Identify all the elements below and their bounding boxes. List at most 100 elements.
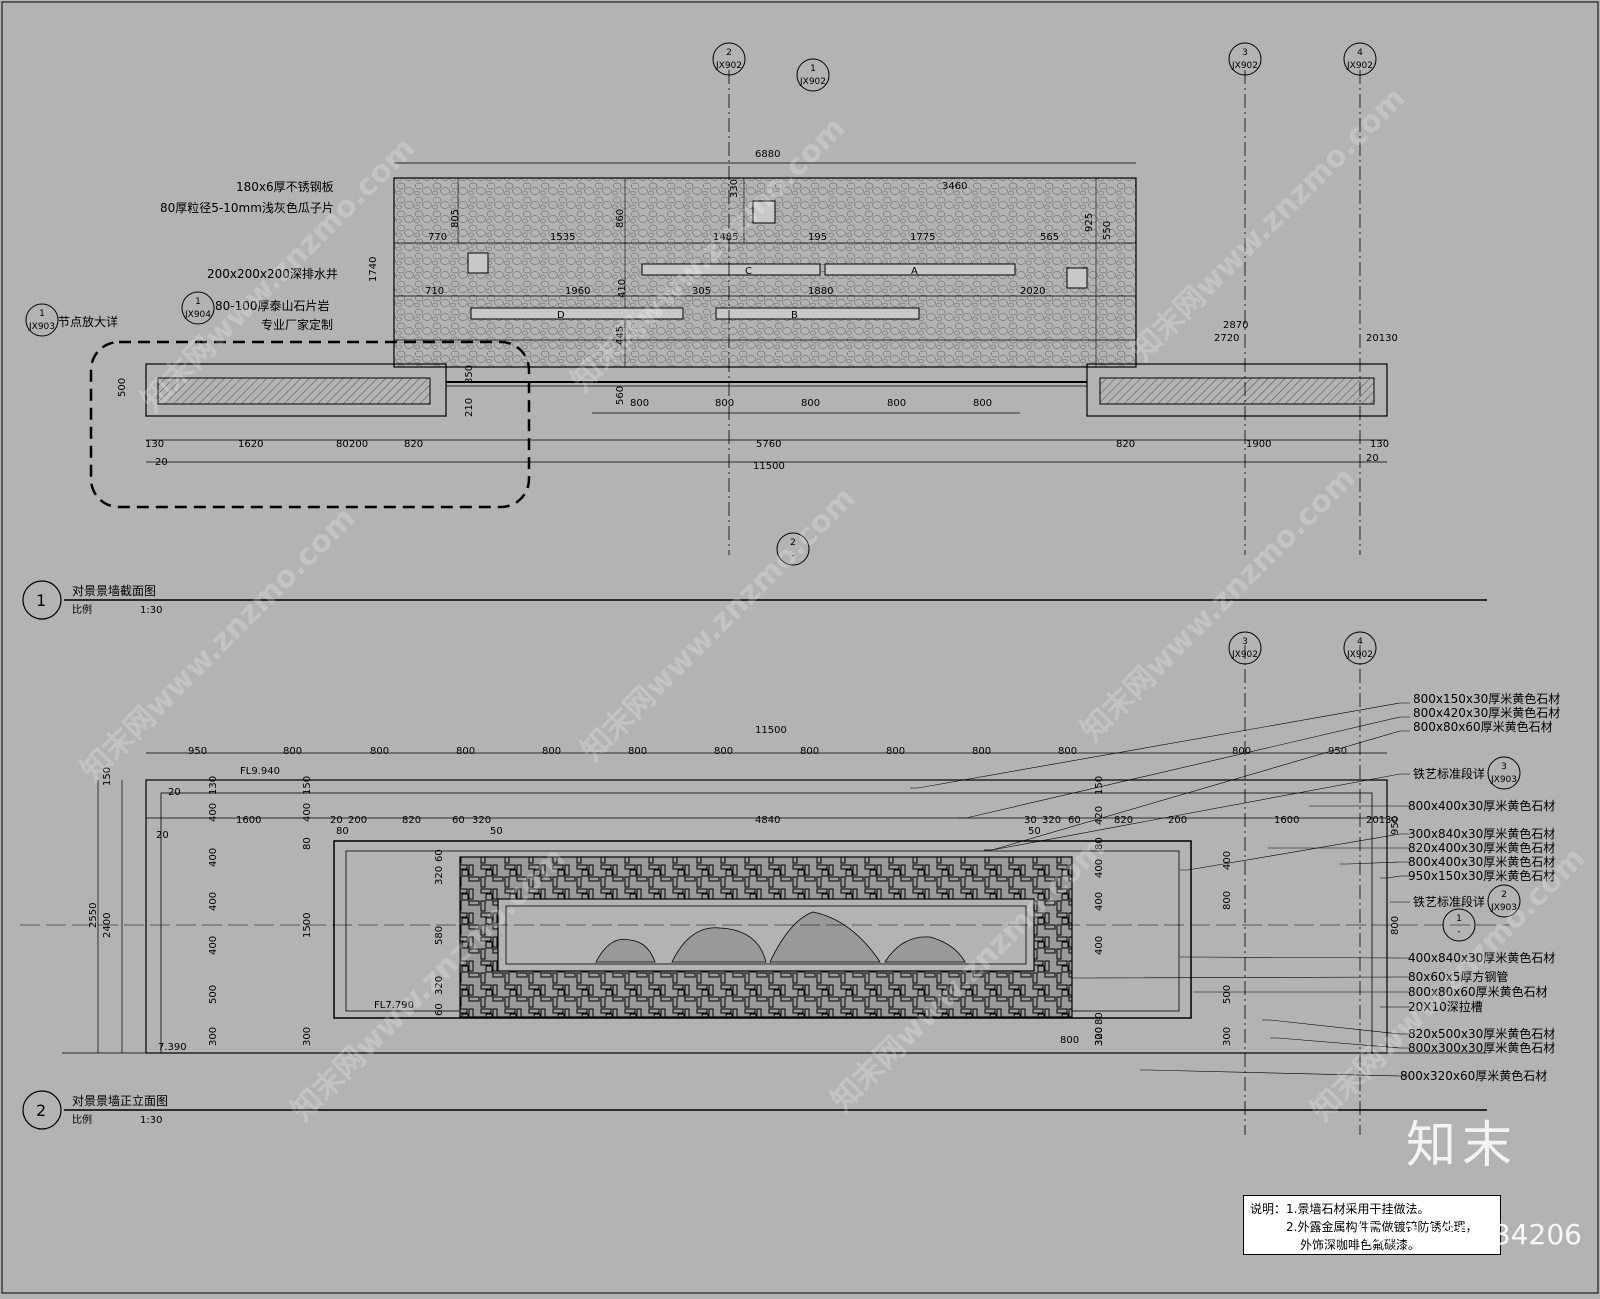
dim-v: 400	[208, 892, 219, 911]
dim-800-a: 800	[630, 398, 649, 409]
dim-20: 20	[168, 787, 181, 798]
dim-20-left: 20	[155, 457, 168, 468]
elevation-number: 2	[36, 1101, 46, 1120]
material-label: 80x60x5厚方钢管	[1408, 969, 1508, 984]
dim-v: 500	[208, 985, 219, 1004]
leader-line	[1180, 956, 1410, 959]
dim-800-c: 800	[801, 398, 820, 409]
section-text: 180x6厚不锈钢板 80厚粒径5-10mm浅灰色瓜子片 200x200x200…	[36, 149, 1398, 616]
dim-2550: 2550	[88, 903, 99, 928]
dim-800: 800	[283, 746, 302, 757]
callout-num: 1	[195, 297, 201, 307]
dim-800: 800	[800, 746, 819, 757]
notes-line-2: 2.外露金属构件需做镀锌防锈处理，	[1286, 1220, 1478, 1234]
dim-550: 550	[1102, 221, 1113, 240]
leader-line	[1380, 875, 1410, 879]
dim-350: 350	[464, 365, 475, 384]
callout-marker	[776, 532, 810, 566]
dim-20-right: 20	[1366, 453, 1379, 464]
dim-1485: 1485	[713, 232, 738, 243]
dim-1620: 1620	[238, 439, 263, 450]
notes-box: 说明：1.景墙石材采用干挂做法。 2.外露金属构件需做镀锌防锈处理， 外饰深咖啡…	[1243, 1195, 1501, 1255]
dim-v: 580	[434, 926, 445, 945]
dim-1535: 1535	[550, 232, 575, 243]
material-label: 800x400x30厚米黄色石材	[1408, 799, 1555, 813]
callout-marker	[712, 42, 746, 76]
elevation-number-circle	[22, 1090, 62, 1130]
drain-square-2	[467, 252, 489, 274]
material-label: 400x840x30厚米黄色石材	[1408, 951, 1555, 965]
material-label: 800x420x30厚米黄色石材	[1413, 706, 1560, 720]
dim-1600-left: 1600	[236, 815, 261, 826]
dim-v: 800	[1390, 916, 1401, 935]
dim-v: 1500	[302, 913, 313, 938]
label-detail: 节点放大详	[58, 314, 118, 329]
callout-num: 3	[1242, 48, 1248, 58]
callout-num: 1	[39, 309, 45, 319]
callout-marker	[1343, 631, 1377, 665]
dim-v: 300	[208, 1027, 219, 1046]
dim-130-right: 130	[1370, 439, 1389, 450]
callout-markers	[25, 42, 1521, 942]
leader-line	[1270, 1037, 1410, 1049]
dim-200: 200	[348, 815, 367, 826]
leader-line	[1340, 861, 1410, 865]
dim-805: 805	[450, 209, 461, 228]
dim-800-b: 800	[715, 398, 734, 409]
material-label: 铁艺标准段详	[1413, 894, 1485, 909]
dim-20: 20	[156, 830, 169, 841]
dim-800: 800	[628, 746, 647, 757]
callout-marker	[1343, 42, 1377, 76]
panel-letter-c: C	[745, 266, 752, 277]
dim-50: 50	[490, 826, 503, 837]
dim-5760: 5760	[756, 439, 781, 450]
label-drain-well: 200x200x200深排水井	[207, 267, 338, 281]
dim-800: 800	[1232, 746, 1251, 757]
material-label: 820x400x30厚米黄色石材	[1408, 841, 1555, 855]
leader-line	[1262, 1019, 1410, 1035]
callout-ref: JX902	[799, 77, 826, 87]
dim-1880: 1880	[808, 286, 833, 297]
leader-line	[958, 716, 1410, 819]
dim-v: 400	[1094, 936, 1105, 955]
dim-800-e: 800	[973, 398, 992, 409]
label-gravel: 80厚粒径5-10mm浅灰色瓜子片	[160, 200, 334, 215]
dim-v: 130	[208, 776, 219, 795]
dim-800: 800	[542, 746, 561, 757]
callout-num: 1	[810, 64, 816, 74]
dim-80: 80	[336, 439, 349, 450]
leader-line	[1140, 1069, 1410, 1077]
section-scale: 1:30	[140, 605, 162, 616]
dim-800-d: 800	[887, 398, 906, 409]
dim-925: 925	[1084, 213, 1095, 232]
dim-v: 80	[302, 837, 313, 850]
callout-ref: JX903	[1490, 903, 1517, 913]
callout-num: 2	[790, 538, 796, 548]
callout-num: 2	[1501, 890, 1507, 900]
callout-num: 1	[1456, 914, 1462, 924]
elevation-scale: 1:30	[140, 1115, 162, 1126]
callout-marker	[796, 58, 830, 92]
dim-500: 500	[117, 378, 128, 397]
dim-560: 560	[615, 386, 626, 405]
dim-80: 80	[336, 826, 349, 837]
panel-c	[641, 263, 821, 276]
material-label: 300x840x30厚米黄色石材	[1408, 827, 1555, 841]
dim-820: 820	[402, 815, 421, 826]
dim-565: 565	[1040, 232, 1059, 243]
dim-v: 400	[208, 803, 219, 822]
material-labels: 800x150x30厚米黄色石材 800x420x30厚米黄色石材 800x80…	[1400, 692, 1560, 1083]
image-id: ID: 1169634206	[1355, 1218, 1582, 1251]
callout-text: 2 JX902 1 JX902 3 JX902 4 JX902 1 JX903 …	[28, 48, 1517, 937]
dim-1600-right: 1600	[1274, 815, 1299, 826]
elevation-title: 对景景墙正立面图	[72, 1093, 168, 1108]
dim-1900: 1900	[1246, 439, 1271, 450]
dim-v: 500	[1222, 985, 1233, 1004]
dim-v: 320	[434, 976, 445, 995]
dim-770: 770	[428, 232, 447, 243]
label-custom: 专业厂家定制	[261, 317, 333, 332]
dim-v: 80	[1094, 1012, 1105, 1025]
label-slate: 80-100厚泰山石片岩	[215, 298, 330, 313]
dim-130-left: 130	[145, 439, 164, 450]
